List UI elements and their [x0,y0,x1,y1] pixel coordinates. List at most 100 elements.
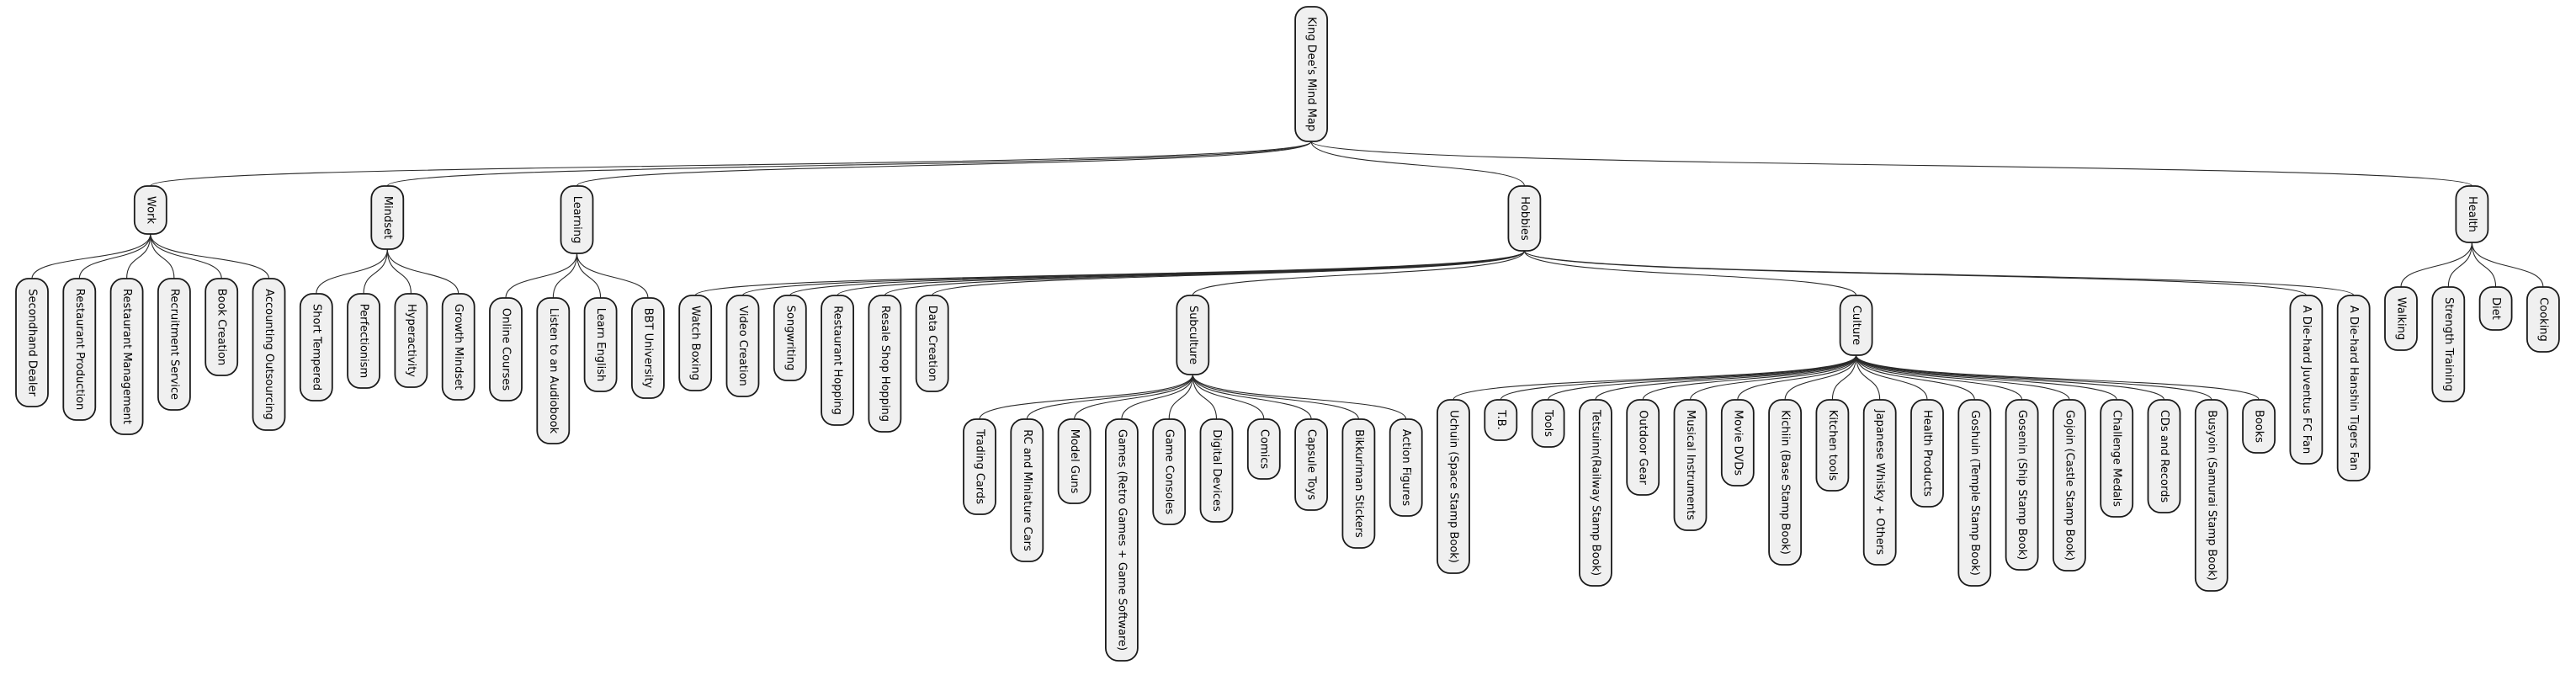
node-pill[interactable] [1105,418,1139,662]
mindmap-node-accounting-outsourcing[interactable]: Accounting Outsourcing [252,278,286,431]
mindmap-node-rc-and-miniature-cars[interactable]: RC and Miniature Cars [1010,418,1044,562]
node-pill[interactable] [1057,418,1091,504]
node-pill[interactable] [252,278,286,431]
node-pill[interactable] [441,293,475,401]
node-pill[interactable] [1839,295,1873,356]
mindmap-node-busyoin-samurai-stamp-book[interactable]: Busyoin (Samurai Stamp Book) [2194,399,2228,592]
node-pill[interactable] [2052,399,2086,572]
mindmap-node-data-creation[interactable]: Data Creation [915,295,949,392]
node-pill[interactable] [2455,185,2489,243]
node-pill[interactable] [2147,399,2181,513]
mindmap-node-restaurant-production[interactable]: Restaurant Production [62,278,97,421]
mindmap-node-movie-dvds[interactable]: Movie DVDs [1720,399,1755,487]
node-pill[interactable] [2478,286,2513,331]
mindmap-node-japanese-whisky-others[interactable]: Japanese Whisky + Others [1862,399,1897,566]
node-pill[interactable] [1720,399,1755,487]
mindmap-node-strength-training[interactable]: Strength Training [2431,286,2466,402]
node-pill[interactable] [1815,399,1850,492]
node-pill[interactable] [725,295,760,397]
mindmap-node-health[interactable]: Health [2455,185,2489,243]
node-pill[interactable] [1579,399,1612,587]
node-pill[interactable] [2100,399,2134,518]
mindmap-node-cooking[interactable]: Cooking [2526,286,2560,353]
node-pill[interactable] [1531,399,1565,448]
node-pill[interactable] [536,297,571,444]
mindmap-node-kitchen-tools[interactable]: Kitchen tools [1815,399,1850,492]
mindmap-node-recruitment-service[interactable]: Recruitment Service [157,278,191,411]
node-pill[interactable] [2194,399,2228,592]
node-pill[interactable] [394,293,428,388]
node-pill[interactable] [299,293,333,401]
node-pill[interactable] [489,297,523,401]
mindmap-node-diet[interactable]: Diet [2478,286,2513,331]
node-pill[interactable] [1294,418,1328,511]
mindmap-node-outdoor-gear[interactable]: Outdoor Gear [1626,399,1660,496]
node-pill[interactable] [868,295,902,433]
mindmap-node-work[interactable]: Work [133,185,167,235]
node-pill[interactable] [1507,185,1542,252]
node-pill[interactable] [678,295,713,391]
node-pill[interactable] [1341,418,1376,549]
mindmap-node-model-guns[interactable]: Model Guns [1057,418,1091,504]
node-pill[interactable] [1957,399,1992,587]
mindmap-node-hobbies[interactable]: Hobbies [1507,185,1542,252]
mindmap-node-uchuin-space-stamp-book[interactable]: Uchuin (Space Stamp Book) [1437,399,1470,574]
mindmap-node-gosenin-ship-stamp-book[interactable]: Gosenin (Ship Stamp Book) [2005,399,2039,571]
node-pill[interactable] [157,278,191,411]
node-pill[interactable] [109,278,144,435]
node-pill[interactable] [583,297,618,392]
node-pill[interactable] [2336,295,2371,481]
node-pill[interactable] [133,185,167,235]
mindmap-node-online-courses[interactable]: Online Courses [489,297,523,401]
mindmap-node-walking[interactable]: Walking [2384,286,2418,351]
node-pill[interactable] [560,185,594,254]
mindmap-node-secondhand-dealer[interactable]: Secondhand Dealer [15,278,49,407]
mindmap-node-tools[interactable]: Tools [1531,399,1565,448]
mindmap-node-tetsuinn-railway-stamp-book[interactable]: Tetsuinn(Railway Stamp Book) [1579,399,1612,587]
node-pill[interactable] [1910,399,1944,508]
node-pill[interactable] [1152,418,1187,525]
node-pill[interactable] [2005,399,2039,571]
mindmap-node-learn-english[interactable]: Learn English [583,297,618,392]
mindmap-node-t-b[interactable]: T.B. [1484,399,1518,441]
node-pill[interactable] [1626,399,1660,496]
mindmap-node-action-figures[interactable]: Action Figures [1389,418,1423,517]
node-pill[interactable] [821,295,854,426]
mindmap-node-subculture[interactable]: Subculture [1176,295,1210,375]
node-pill[interactable] [1437,399,1470,574]
mindmap-node-mindset[interactable]: Mindset [370,185,405,250]
node-pill[interactable] [1294,6,1328,142]
mindmap-node-digital-devices[interactable]: Digital Devices [1199,418,1234,523]
mindmap-node-gojoin-castle-stamp-book[interactable]: Gojoin (Castle Stamp Book) [2052,399,2086,572]
mindmap-node-growth-mindset[interactable]: Growth Mindset [441,293,475,401]
mindmap-node-a-die-hard-juventus-fc-fan[interactable]: A Die-hard Juventus FC Fan [2289,295,2324,465]
node-pill[interactable] [1010,418,1044,562]
mindmap-node-watch-boxing[interactable]: Watch Boxing [678,295,713,391]
mindmap-node-book-creation[interactable]: Book Creation [204,278,239,376]
mindmap-node-learning[interactable]: Learning [560,185,594,254]
mindmap-node-books[interactable]: Books [2242,399,2276,454]
node-pill[interactable] [1673,399,1708,531]
node-pill[interactable] [1484,399,1518,441]
node-pill[interactable] [204,278,239,376]
mindmap-node-king-dee-s-mind-map[interactable]: King Dee's Mind Map [1294,6,1328,142]
mindmap-node-goshuin-temple-stamp-book[interactable]: Goshuin (Temple Stamp Book) [1957,399,1992,587]
node-pill[interactable] [2384,286,2418,351]
node-pill[interactable] [1246,418,1281,480]
mindmap-node-health-products[interactable]: Health Products [1910,399,1944,508]
mindmap-node-comics[interactable]: Comics [1246,418,1281,480]
mindmap-node-restaurant-hopping[interactable]: Restaurant Hopping [821,295,854,426]
node-pill[interactable] [347,293,381,389]
node-pill[interactable] [631,297,665,399]
mindmap-node-cds-and-records[interactable]: CDs and Records [2147,399,2181,513]
node-pill[interactable] [963,418,996,515]
mindmap-node-listen-to-an-audiobook[interactable]: Listen to an Audiobook [536,297,571,444]
node-pill[interactable] [1862,399,1897,566]
node-pill[interactable] [15,278,49,407]
node-pill[interactable] [2242,399,2276,454]
mindmap-node-games-retro-games-game-software[interactable]: Games (Retro Games + Game Software) [1105,418,1139,662]
node-pill[interactable] [2431,286,2466,402]
mindmap-node-resale-shop-hopping[interactable]: Resale Shop Hopping [868,295,902,433]
mindmap-node-perfectionism[interactable]: Perfectionism [347,293,381,389]
node-pill[interactable] [1389,418,1423,517]
